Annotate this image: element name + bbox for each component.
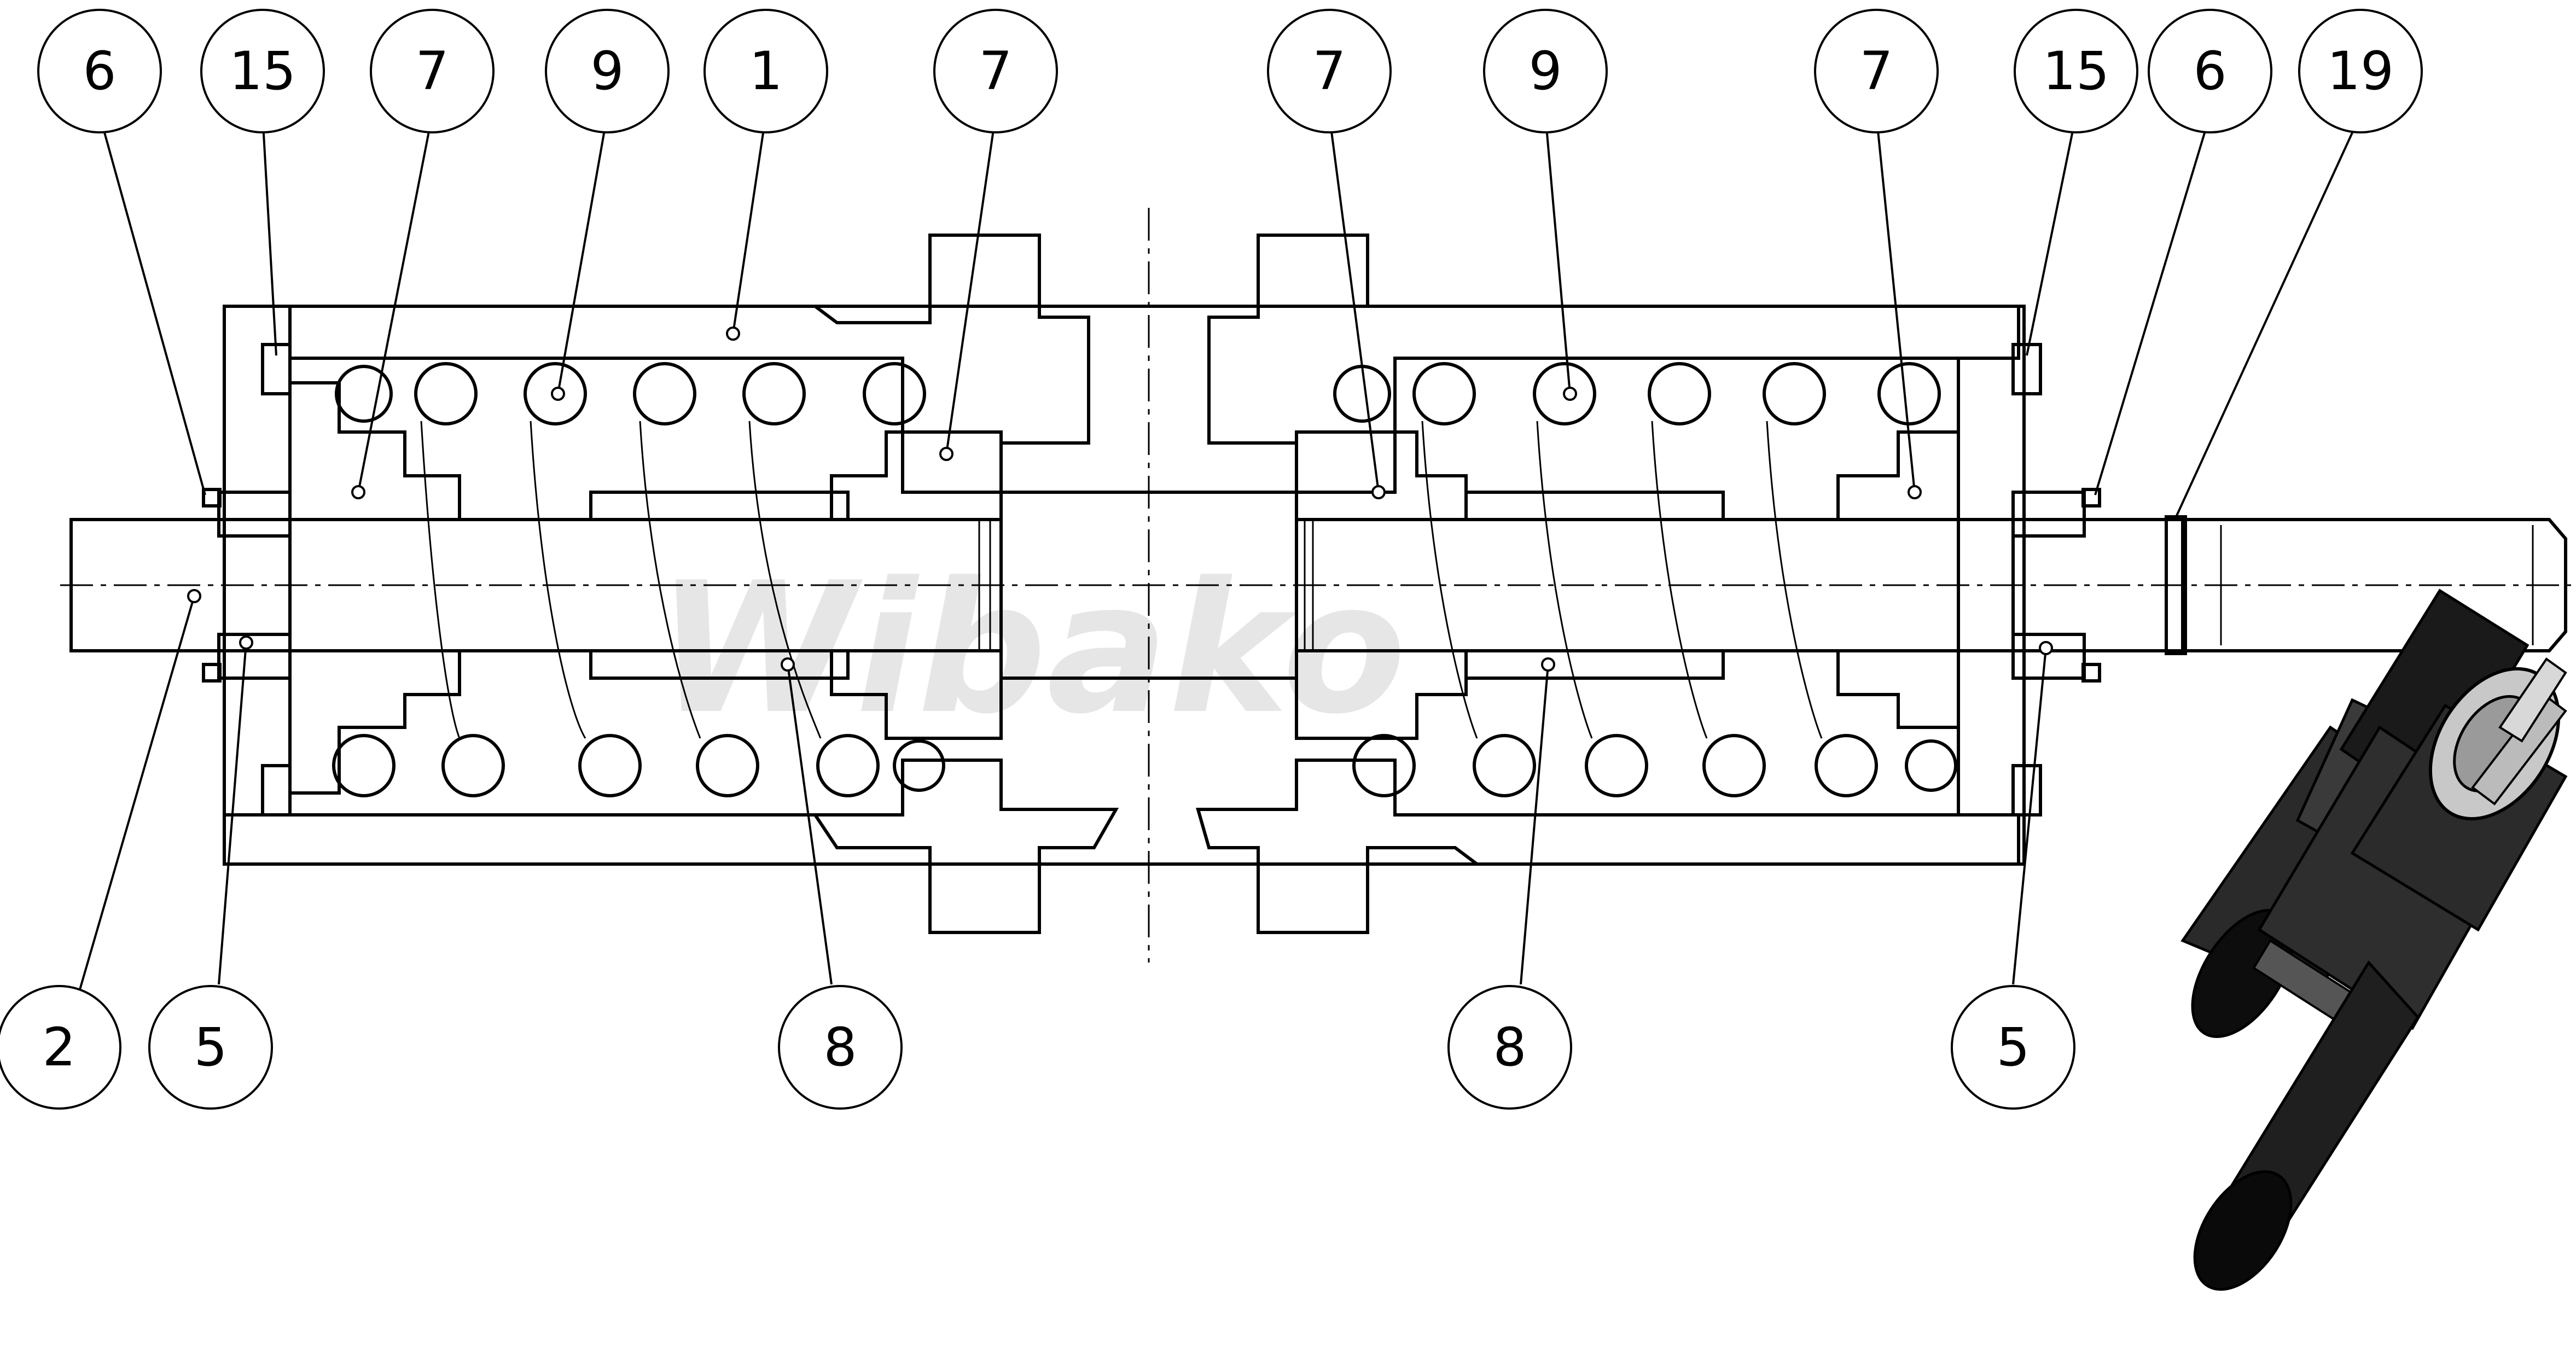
svg-text:7: 7: [979, 40, 1012, 102]
callout-9-right: 9: [1483, 9, 1608, 401]
svg-text:7: 7: [1859, 40, 1893, 102]
spring-left-top: [335, 362, 926, 425]
callout-5-left: 5: [148, 635, 273, 1110]
callout-1: 1: [703, 9, 828, 341]
callout-6-right: 6: [2094, 9, 2272, 495]
svg-text:1: 1: [749, 40, 782, 102]
callout-19: 19: [2175, 9, 2423, 517]
svg-text:6: 6: [2193, 40, 2226, 102]
svg-text:8: 8: [1493, 1017, 1526, 1078]
callout-7-a: 7: [351, 9, 495, 499]
svg-text:5: 5: [194, 1017, 227, 1078]
svg-text:6: 6: [83, 40, 116, 102]
callout-8-right: 8: [1447, 657, 1572, 1110]
callout-8-left: 8: [778, 657, 903, 1110]
svg-text:2: 2: [42, 1017, 75, 1078]
svg-text:5: 5: [1996, 1017, 2030, 1078]
svg-text:7: 7: [1312, 40, 1346, 102]
spring-coils: [332, 362, 1957, 797]
svg-text:9: 9: [590, 40, 624, 102]
callout-5-right: 5: [1951, 641, 2075, 1110]
callout-6-left: 6: [37, 9, 206, 495]
callout-9-left: 9: [545, 9, 670, 401]
callout-7-d: 7: [1814, 9, 1939, 499]
spring-left-bottom: [332, 734, 945, 797]
svg-text:15: 15: [2043, 40, 2109, 102]
svg-text:9: 9: [1528, 40, 1562, 102]
svg-text:8: 8: [823, 1017, 857, 1078]
spring-right-bottom: [1352, 734, 1957, 797]
callout-7-b: 7: [933, 9, 1058, 461]
part-render: [2180, 588, 2568, 1291]
svg-text:7: 7: [415, 40, 449, 102]
watermark: Wibako: [656, 544, 1406, 754]
svg-text:19: 19: [2327, 40, 2394, 102]
spring-coil-outlines: [420, 421, 1823, 739]
callout-2: 2: [0, 589, 201, 1110]
callout-15-left: 15: [200, 9, 325, 356]
callouts: 6 15 7 9 1 7: [0, 9, 2423, 1110]
spring-right-top: [1333, 362, 1941, 425]
callout-7-c: 7: [1267, 9, 1392, 499]
svg-text:15: 15: [229, 40, 296, 102]
callout-15-right: 15: [2014, 9, 2138, 356]
center-lines: [60, 208, 2571, 963]
